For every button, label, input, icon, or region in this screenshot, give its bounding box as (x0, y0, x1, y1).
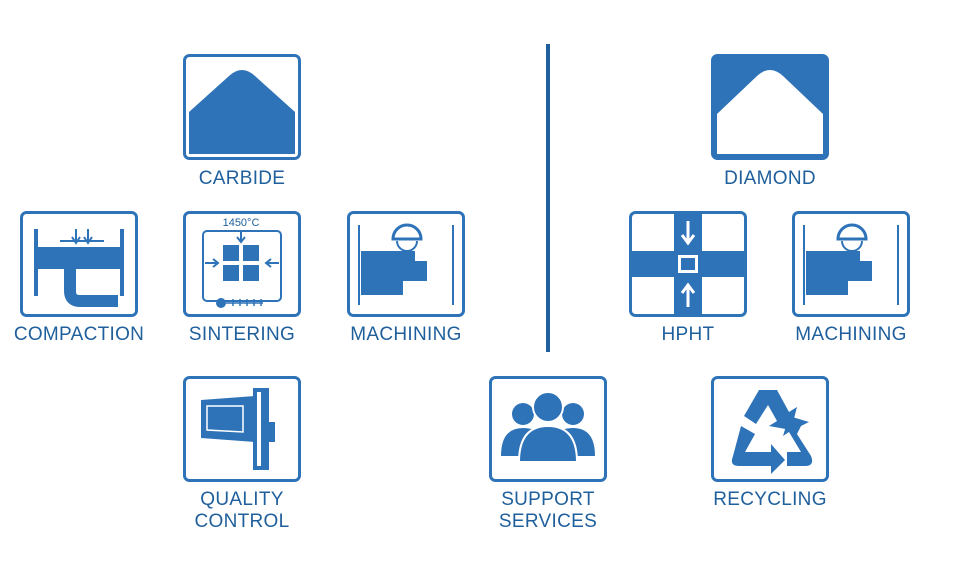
section-divider (546, 44, 550, 352)
support-services-label-line2: SERVICES (498, 511, 598, 532)
hpht-tile[interactable] (629, 211, 747, 317)
sintering-icon: 1450°C (183, 211, 301, 317)
diamond-machining-label: MACHINING (795, 324, 907, 345)
quality-control-label-line1: QUALITY (200, 489, 284, 510)
hpht-icon (629, 211, 747, 317)
diamond-label: DIAMOND (724, 168, 816, 189)
recycling-label: RECYCLING (713, 489, 827, 510)
carbide-icon (183, 54, 301, 160)
support-services-tile[interactable] (489, 376, 607, 482)
compaction-label: COMPACTION (13, 324, 145, 345)
compaction-icon (20, 211, 138, 317)
hpht-label: HPHT (661, 324, 715, 345)
sintering-label: SINTERING (188, 324, 296, 345)
diamond-icon (711, 54, 829, 160)
machining-icon (792, 211, 910, 317)
carbide-tile[interactable] (183, 54, 301, 160)
machining-icon (347, 211, 465, 317)
diamond-tile[interactable] (711, 54, 829, 160)
support-services-label: SUPPORT SERVICES (499, 489, 597, 533)
carbide-machining-label: MACHINING (350, 324, 462, 345)
quality-control-label: QUALITY CONTROL (195, 489, 290, 533)
sintering-temp-text: 1450°C (223, 217, 260, 229)
compaction-tile[interactable] (20, 211, 138, 317)
quality-control-icon (183, 376, 301, 482)
recycling-tile[interactable] (711, 376, 829, 482)
sintering-tile[interactable]: 1450°C (183, 211, 301, 317)
carbide-machining-tile[interactable] (347, 211, 465, 317)
recycling-icon (711, 376, 829, 482)
carbide-label: CARBIDE (198, 168, 286, 189)
support-services-icon (489, 376, 607, 482)
quality-control-label-line2: CONTROL (194, 511, 290, 532)
support-services-label-line1: SUPPORT (501, 489, 595, 510)
diamond-machining-tile[interactable] (792, 211, 910, 317)
quality-control-tile[interactable] (183, 376, 301, 482)
